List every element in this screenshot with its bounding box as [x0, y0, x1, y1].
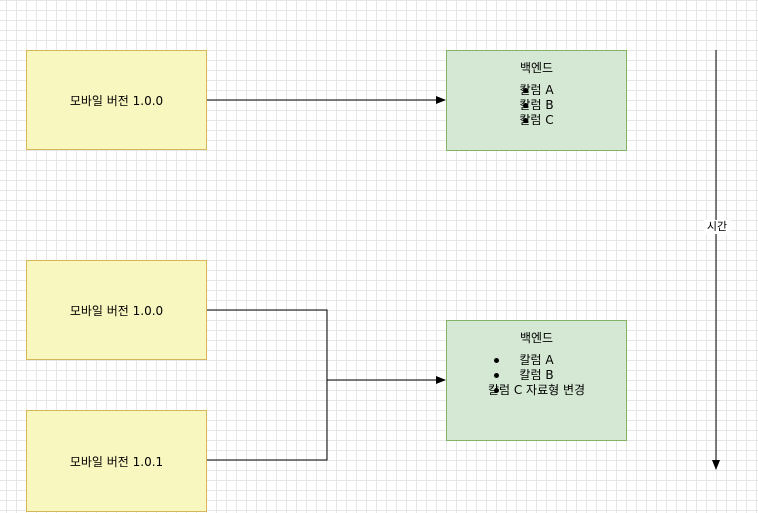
connector-mobile2 — [206, 309, 328, 380]
mobile-version-node-1[interactable]: 모바일 버전 1.0.0 — [26, 50, 207, 150]
backend-node-2[interactable]: 백엔드 칼럼 A 칼럼 B 칼럼 C 자료형 변경 — [446, 320, 627, 441]
backend-node-1[interactable]: 백엔드 칼럼 A 칼럼 B 칼럼 C — [446, 50, 627, 151]
column-list: 칼럼 A 칼럼 B 칼럼 C 자료형 변경 — [447, 353, 626, 398]
column-item: 칼럼 A — [447, 83, 626, 98]
column-item: 칼럼 C 자료형 변경 — [447, 383, 626, 398]
column-item: 칼럼 A — [447, 353, 626, 368]
time-axis-label: 시간 — [704, 220, 730, 234]
connector-mobile3 — [206, 380, 328, 461]
column-item: 칼럼 B — [447, 98, 626, 113]
column-list: 칼럼 A 칼럼 B 칼럼 C — [447, 83, 626, 128]
mobile-version-label: 모바일 버전 1.0.0 — [69, 303, 164, 318]
backend-title: 백엔드 — [519, 331, 554, 345]
mobile-version-label: 모바일 버전 1.0.1 — [69, 454, 164, 469]
backend-title: 백엔드 — [519, 61, 554, 75]
column-item: 칼럼 B — [447, 368, 626, 383]
mobile-version-node-3[interactable]: 모바일 버전 1.0.1 — [26, 410, 207, 512]
mobile-version-node-2[interactable]: 모바일 버전 1.0.0 — [26, 260, 207, 360]
mobile-version-label: 모바일 버전 1.0.0 — [69, 93, 164, 108]
column-item: 칼럼 C — [447, 113, 626, 128]
